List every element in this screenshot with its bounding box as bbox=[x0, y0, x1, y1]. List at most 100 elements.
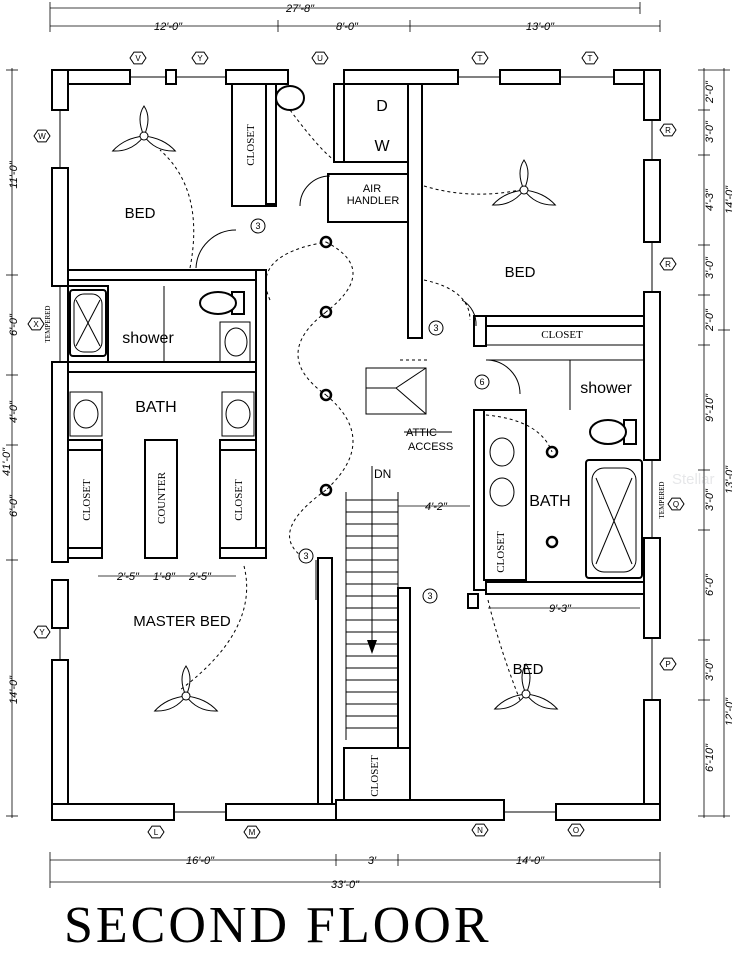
window-tag-right-2: Q bbox=[667, 497, 685, 511]
tub-west bbox=[69, 289, 107, 357]
dim-left-2: 6'-0" bbox=[8, 313, 20, 336]
ceiling-fan-icon-nw bbox=[111, 105, 177, 152]
svg-text:Y: Y bbox=[197, 54, 203, 63]
dim-right-13: 6'-10" bbox=[704, 743, 716, 772]
air-handler-label-1: AIR bbox=[363, 183, 381, 195]
window-tag-right-0: R bbox=[659, 123, 677, 137]
window-tag-bottom-0: L bbox=[147, 825, 165, 839]
door-swings bbox=[195, 175, 521, 600]
room-bed-nw: BED bbox=[125, 205, 156, 222]
window-tag-top-2: U bbox=[311, 51, 329, 65]
svg-text:P: P bbox=[665, 660, 670, 669]
interior-walls bbox=[67, 83, 645, 805]
attic-label-2: ACCESS bbox=[408, 441, 453, 453]
exterior-walls bbox=[51, 69, 661, 821]
dim-top-2: 8'-0" bbox=[336, 21, 359, 33]
dim-left-1: 11'-0" bbox=[8, 160, 20, 188]
switch-tag-4: 6 bbox=[474, 374, 490, 390]
dim-bed-se-width: 9'-3" bbox=[549, 603, 572, 615]
dim-right-4: 14'-0" bbox=[724, 185, 732, 214]
toilet-nw-corner bbox=[275, 85, 305, 111]
stairs: DN bbox=[345, 466, 399, 740]
dim-right-1: 2'-0" bbox=[704, 80, 716, 104]
room-shower-e: shower bbox=[580, 380, 632, 397]
toilet-east bbox=[589, 419, 637, 445]
dim-right-10: 6'-0" bbox=[704, 573, 716, 596]
dim-right-6: 2'-0" bbox=[704, 308, 716, 332]
dw-label-w: W bbox=[374, 138, 390, 155]
room-shower-w: shower bbox=[122, 330, 174, 347]
window-tag-bottom-1: M bbox=[243, 825, 261, 839]
svg-text:3: 3 bbox=[255, 221, 260, 231]
dim-left-3: 4'-0" bbox=[8, 400, 20, 423]
tub-east bbox=[585, 459, 643, 579]
window-tag-top-4: T bbox=[581, 51, 599, 65]
svg-text:Q: Q bbox=[673, 500, 679, 509]
window-tag-top-0: V bbox=[129, 51, 147, 65]
room-master-bed: MASTER BED bbox=[133, 613, 231, 630]
window-tag-top-3: T bbox=[471, 51, 489, 65]
window-tag-bottom-2: N bbox=[471, 823, 489, 837]
room-counter: COUNTER bbox=[156, 471, 168, 524]
dim-bottom-1: 16'-0" bbox=[186, 855, 215, 867]
room-bath-e: BATH bbox=[529, 493, 570, 510]
room-bed-se: BED bbox=[513, 661, 544, 678]
room-labels: BED BED BED MASTER BED BATH BATH shower … bbox=[81, 98, 632, 797]
dim-left-5: 14'-0" bbox=[8, 675, 20, 704]
room-closet-stair: CLOSET bbox=[369, 755, 381, 797]
dim-right-2: 3'-0" bbox=[704, 120, 716, 143]
air-handler-label-2: HANDLER bbox=[347, 195, 400, 207]
dim-bath-w1: 2'-5" bbox=[116, 571, 140, 583]
ceiling-fan-icon-master bbox=[153, 665, 219, 712]
svg-text:3: 3 bbox=[303, 551, 308, 561]
dim-right-7: 9'-10" bbox=[704, 393, 716, 422]
window-tag-left-1: X bbox=[27, 317, 45, 331]
svg-text:V: V bbox=[135, 54, 141, 63]
dim-right-11: 3'-0" bbox=[704, 658, 716, 681]
svg-text:O: O bbox=[573, 826, 579, 835]
attic-label-1: ATTIC bbox=[406, 427, 437, 439]
dim-top-3: 13'-0" bbox=[526, 21, 555, 33]
ceiling-fan-icon-se bbox=[493, 663, 559, 710]
watermark: Stellar bbox=[672, 471, 715, 488]
dim-left-total: 41'-0" bbox=[1, 447, 13, 476]
dimension-labels: 27'-8" 12'-0" 8'-0" 13'-0" 16'-0" 3' 14'… bbox=[1, 3, 732, 891]
dim-left-4: 6'-0" bbox=[8, 494, 20, 517]
switch-tag-0: 3 bbox=[250, 218, 266, 234]
window-tag-top-1: Y bbox=[191, 51, 209, 65]
svg-text:3: 3 bbox=[433, 323, 438, 333]
dim-right-8: 13'-0" bbox=[724, 465, 732, 494]
window-tag-left-2: Y bbox=[33, 625, 51, 639]
dim-top-1: 12'-0" bbox=[154, 21, 183, 33]
wiring-arcs bbox=[159, 109, 553, 701]
toilet-west bbox=[199, 291, 245, 315]
light-fixtures bbox=[319, 235, 559, 549]
dim-bottom-3: 14'-0" bbox=[516, 855, 545, 867]
svg-text:N: N bbox=[477, 826, 483, 835]
window-tags: V Y U T T W X Y R R Q P L M N O bbox=[27, 51, 685, 839]
svg-text:R: R bbox=[665, 260, 671, 269]
page-title: SECOND FLOOR bbox=[64, 897, 492, 954]
svg-text:6: 6 bbox=[479, 377, 484, 387]
dw-label-d: D bbox=[376, 98, 388, 115]
switch-tag-2: 3 bbox=[298, 548, 314, 564]
svg-text:U: U bbox=[317, 54, 323, 63]
room-bath-w: BATH bbox=[135, 399, 176, 416]
ceiling-fan-icon-ne bbox=[491, 159, 557, 206]
dim-right-9: 3'-0" bbox=[704, 488, 716, 511]
svg-text:W: W bbox=[38, 132, 46, 141]
dim-bath-w3: 2'-5" bbox=[188, 571, 212, 583]
stairs-dn-label: DN bbox=[374, 467, 391, 481]
room-closet-bath-right: CLOSET bbox=[233, 479, 245, 521]
sinks bbox=[69, 321, 515, 507]
window-tag-left-0: W bbox=[33, 129, 51, 143]
dim-right-5: 3'-0" bbox=[704, 256, 716, 279]
dimension-lines bbox=[6, 2, 730, 888]
switch-tags: 3 3 3 3 6 bbox=[250, 218, 490, 604]
room-closet-bath-left: CLOSET bbox=[81, 479, 93, 521]
switch-tag-1: 3 bbox=[428, 320, 444, 336]
dim-bottom-2: 3' bbox=[368, 855, 377, 867]
dim-bottom-total: 33'-0" bbox=[331, 879, 360, 891]
switch-tag-3: 3 bbox=[422, 588, 438, 604]
